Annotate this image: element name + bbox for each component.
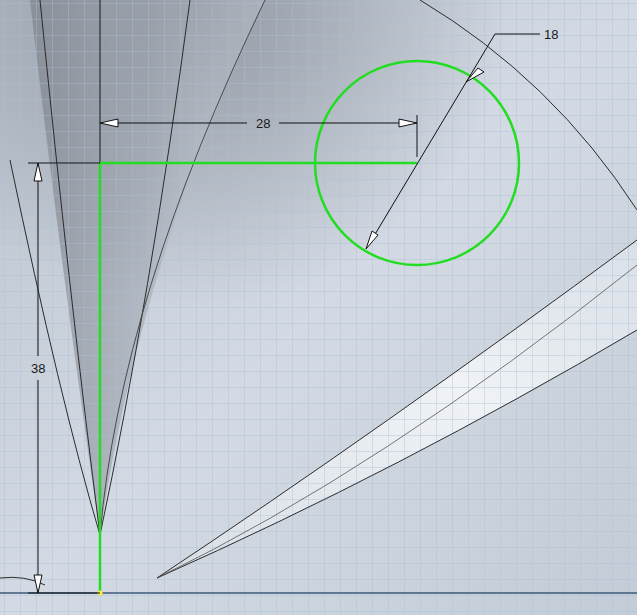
dimension-value: 18	[544, 28, 558, 41]
dimension-value: 38	[31, 362, 45, 375]
dimension-value: 28	[256, 117, 270, 130]
